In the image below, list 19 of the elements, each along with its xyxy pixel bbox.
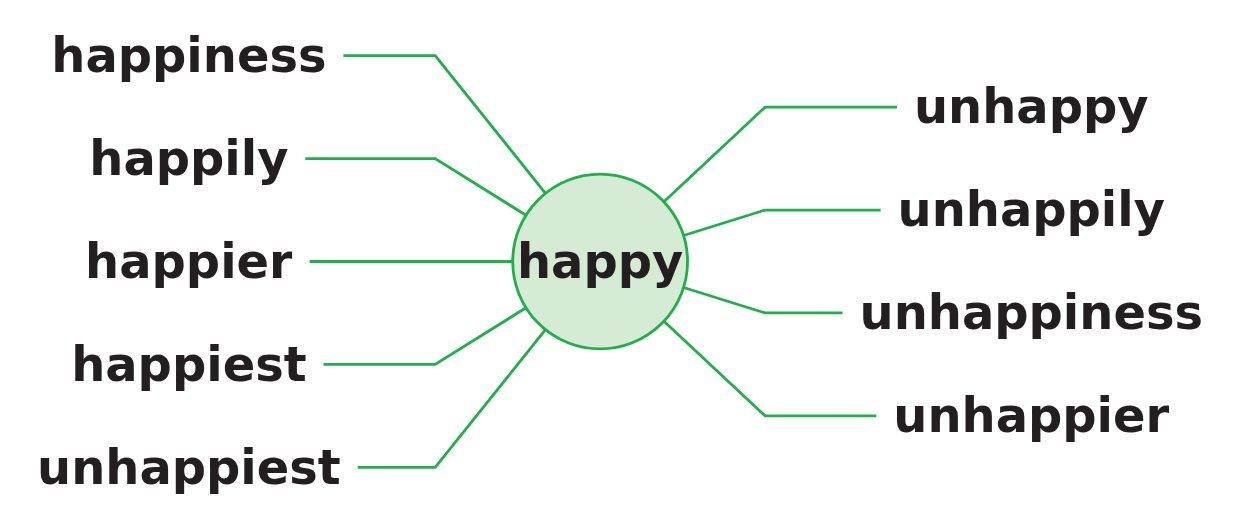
- node-text: unhappiness: [859, 284, 1203, 341]
- connector: [309, 260, 513, 263]
- connector: [343, 54, 547, 195]
- connector: [357, 328, 547, 469]
- node-text: happiness: [51, 26, 327, 84]
- connector: [683, 208, 881, 237]
- node-text: unhappier: [893, 386, 1170, 444]
- connector: [323, 306, 527, 366]
- connector: [663, 105, 898, 203]
- node-text: happier: [85, 232, 293, 289]
- node-circle: happy: [511, 172, 689, 351]
- connector: [305, 157, 527, 217]
- connector: [683, 286, 843, 315]
- connector: [663, 320, 877, 418]
- node-text: unhappily: [897, 181, 1165, 238]
- node-text: unhappy: [913, 78, 1149, 135]
- node-text: happily: [89, 129, 289, 187]
- node-text: unhappiest: [37, 438, 341, 495]
- node-text: happiest: [71, 335, 307, 392]
